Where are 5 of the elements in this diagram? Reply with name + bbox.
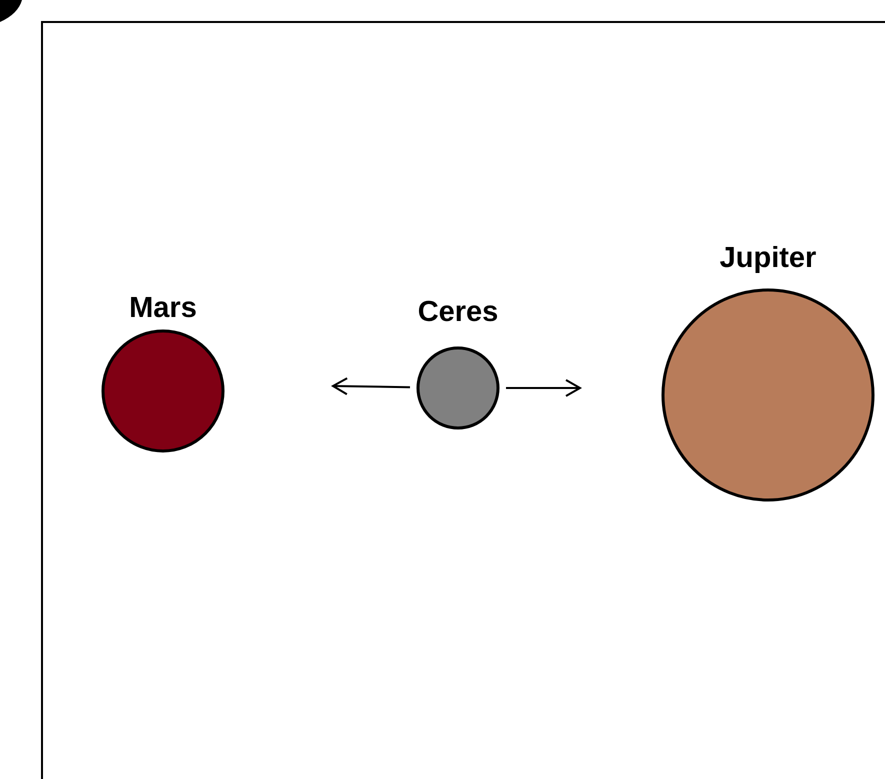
arrow: [332, 377, 410, 396]
planet-label: Jupiter: [718, 241, 818, 275]
planet-label: Ceres: [416, 295, 500, 329]
arrow: [506, 379, 581, 397]
planet-label: Mars: [128, 291, 198, 325]
